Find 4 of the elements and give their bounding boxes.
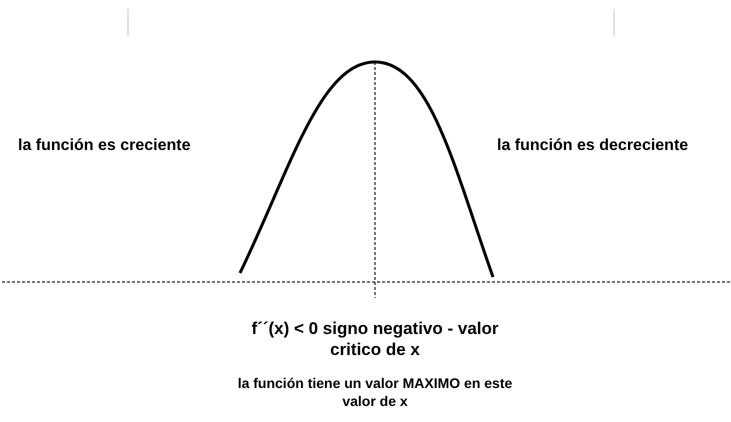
region-label: la función es creciente	[18, 136, 192, 156]
conclusion-note: la función tiene un valor MAXIMO en este valor de x	[236, 375, 514, 410]
condition-note: f´´(x) < 0 signo negativo - valor critico de x	[250, 318, 500, 360]
region-label: la función es decreciente	[497, 136, 690, 156]
